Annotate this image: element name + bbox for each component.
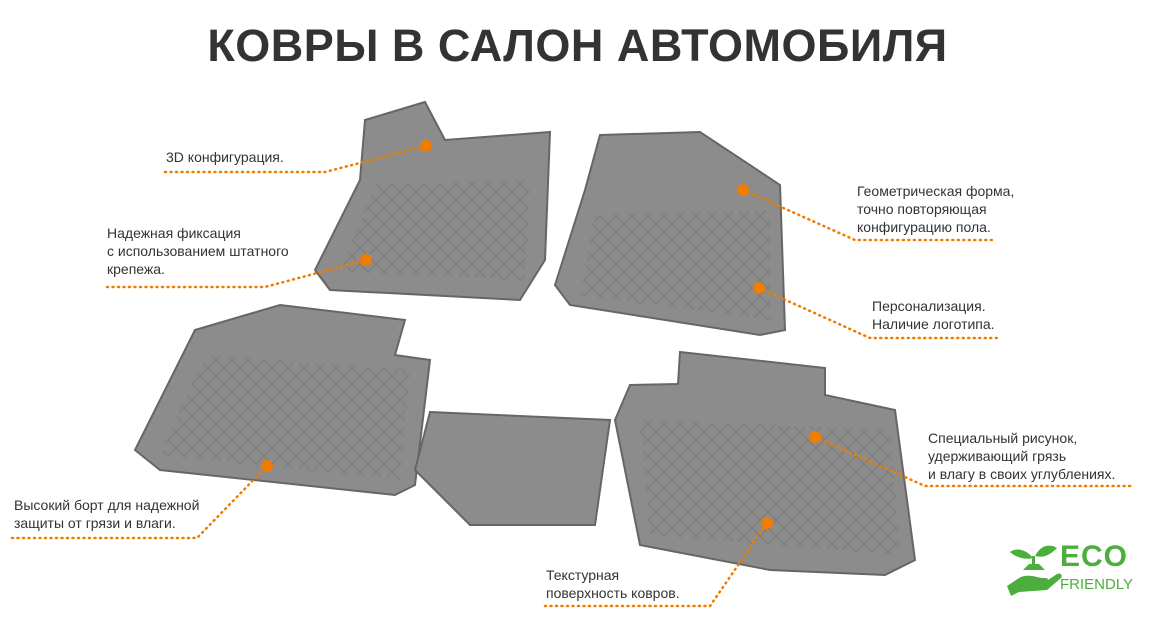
callout-dot [761, 517, 773, 529]
callout-text: поверхность ковров. [546, 585, 680, 601]
callout-text: 3D конфигурация. [166, 149, 284, 165]
leader-line [741, 188, 997, 242]
callout-text: защиты от грязи и влаги. [14, 515, 176, 531]
callout-text: конфигурацию пола. [857, 219, 991, 235]
leader-line [163, 144, 428, 174]
callout-text: с использованием штатного [107, 243, 289, 259]
callout-high-edge: Высокий борт для надежной защиты от гряз… [14, 496, 199, 532]
leader-line [757, 286, 999, 340]
friendly-label: FRIENDLY [1060, 576, 1134, 593]
callout-pattern: Специальный рисунок, удерживающий грязь … [928, 429, 1115, 483]
callout-text: Надежная фиксация [107, 225, 241, 241]
leader-line [105, 258, 368, 289]
callout-personalization: Персонализация. Наличие логотипа. [872, 297, 995, 333]
callout-text: точно повторяющая [857, 201, 987, 217]
callout-text: Персонализация. [872, 298, 986, 314]
leader-line [813, 435, 1135, 488]
callout-text: и влагу в своих углублениях. [928, 466, 1116, 482]
callout-dot [420, 140, 432, 152]
rear-left-mat [133, 303, 432, 497]
callout-3d-configuration: 3D конфигурация. [166, 148, 284, 166]
callout-text: крепежа. [107, 261, 165, 277]
callout-dot [737, 184, 749, 196]
callout-geometry: Геометрическая форма, точно повторяющая … [857, 182, 1014, 236]
leader-line [10, 464, 269, 540]
leader-line [543, 521, 769, 608]
hand-sprout-icon [1007, 545, 1062, 596]
callout-text: Высокий борт для надежной [14, 497, 200, 513]
front-right-mat [553, 130, 787, 337]
eco-label: ECO [1060, 540, 1129, 573]
callout-dot [753, 282, 765, 294]
callout-dot [360, 254, 372, 266]
callout-dot [261, 460, 273, 472]
page-title: КОВРЫ В САЛОН АВТОМОБИЛЯ [207, 20, 948, 71]
callout-fixation: Надежная фиксация с использованием штатн… [107, 224, 289, 278]
callout-text: Геометрическая форма, [857, 183, 1015, 199]
rear-right-mat [413, 350, 917, 577]
callout-text: Специальный рисунок, [928, 430, 1078, 446]
callout-texture: Текстурная поверхность ковров. [546, 566, 680, 602]
callout-dot [809, 431, 821, 443]
callout-text: Текстурная [546, 567, 620, 583]
front-left-mat [313, 100, 552, 302]
callout-text: Наличие логотипа. [872, 316, 995, 332]
callout-text: удерживающий грязь [928, 448, 1067, 464]
